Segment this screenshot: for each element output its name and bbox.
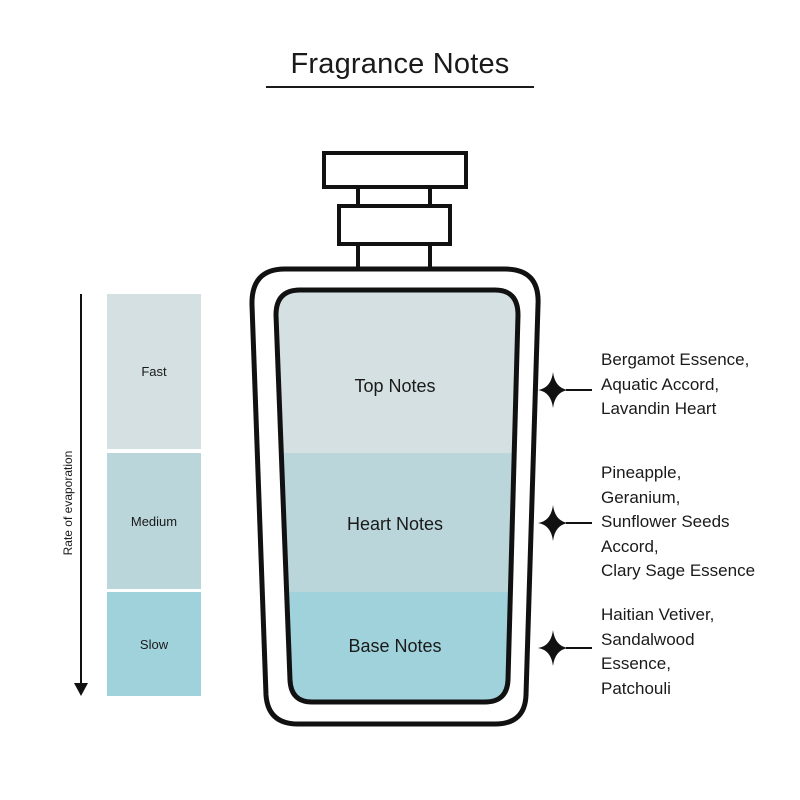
ingredient-line: Haitian Vetiver,	[601, 605, 715, 624]
ingredient-line: Clary Sage Essence	[601, 561, 756, 580]
scale-fast: Fast	[107, 294, 201, 449]
scale-slow: Slow	[107, 592, 201, 696]
ingredient-line: Sunflower Seeds	[601, 512, 730, 531]
sparkle-icon	[538, 505, 592, 541]
heart-notes-label: Heart Notes	[346, 514, 444, 534]
top-notes-label: Top Notes	[354, 376, 436, 396]
top-notes-ingredients: Bergamot Essence, Aquatic Accord, Lavandin…	[601, 348, 749, 422]
ingredient-line: Sandalwood	[601, 629, 695, 649]
base-notes-layer	[276, 592, 518, 702]
ingredient-line: Aquatic Accord,	[601, 374, 720, 394]
sparkle-icon	[538, 372, 592, 408]
sparkle-icon	[538, 630, 592, 666]
scale-medium: Medium	[107, 453, 201, 589]
ingredient-line: Patchouli	[601, 678, 671, 698]
top-notes-layer	[276, 290, 518, 453]
evaporation-arrow-icon	[74, 294, 88, 696]
ingredient-line: Lavandin Heart	[601, 399, 717, 418]
diagram-title: Fragrance Notes	[290, 48, 510, 80]
heart-notes-layer	[276, 453, 518, 592]
ingredient-line: Accord,	[601, 536, 659, 556]
ingredient-line: Essence,	[601, 654, 671, 673]
base-notes-label: Base Notes	[348, 636, 442, 656]
ingredient-line: Geranium,	[601, 487, 681, 507]
ingredient-line: Bergamot Essence,	[601, 350, 750, 369]
ingredient-line: Pineapple,	[601, 463, 682, 482]
title-underline	[266, 86, 534, 88]
